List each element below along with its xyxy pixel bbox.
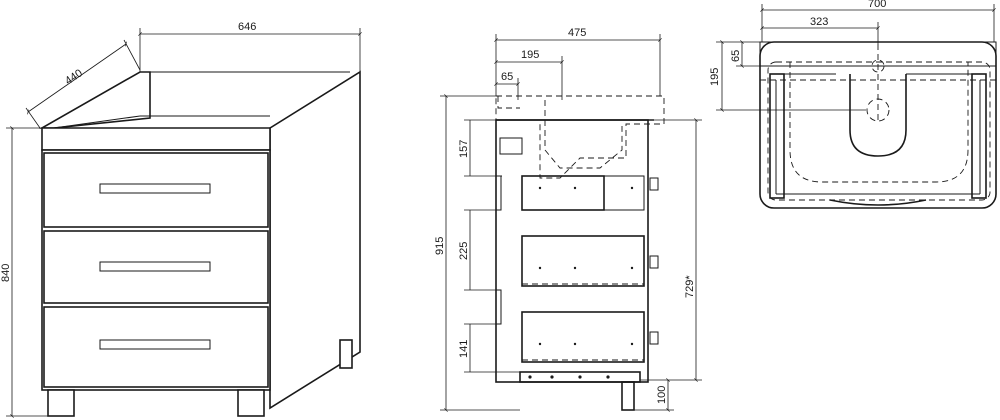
side-base [519,371,641,383]
drawer-1 [43,152,269,228]
drawer-2 [43,230,269,304]
side-total-height-label: 915 [434,237,446,255]
side-drain-label: 65 [501,71,513,83]
leg-back-right [339,339,353,369]
drawer-3 [43,306,269,388]
top-width-label: 700 [868,0,886,10]
top-offset-label: 65 [730,50,742,62]
top-center-label: 323 [810,16,828,28]
side-drawer2-label: 225 [458,242,470,260]
side-leg [621,381,635,411]
isometric-view: 646 440 840 [0,21,362,418]
side-handle-3 [649,331,659,345]
tap-hole-icon [871,59,885,73]
side-basin-label: 195 [521,49,539,61]
iso-height-label: 840 [0,264,12,282]
drawer-handle-3 [99,339,211,350]
side-drawer-3 [521,311,645,363]
side-handle-2 [649,255,659,269]
side-depth-label: 475 [568,27,586,39]
side-handle-1 [649,177,659,191]
side-drawer1-label: 157 [458,140,470,158]
cabinet-left-side-top [38,71,151,129]
drawer-handle-2 [99,261,211,272]
side-drawer-1 [521,175,605,211]
top-basin [789,62,969,183]
side-drawer3-label: 141 [458,340,470,358]
drawer-handle-1 [99,183,211,194]
sink-outline [495,95,665,179]
top-depth-label: 195 [709,68,721,86]
iso-depth-label: 440 [63,67,85,87]
side-drawer-2 [521,235,645,287]
leg-front-right [237,389,265,417]
wall-bracket-1 [495,175,502,211]
cabinet-top-rim [41,127,271,151]
top-view: 700 323 195 65 [709,0,997,209]
iso-width-label: 646 [238,21,256,33]
leg-front-left [47,389,75,417]
side-body-height-label: 729* [684,275,696,298]
cabinet-front [41,149,271,391]
side-view: 475 195 65 915 157 225 141 729* [434,27,702,412]
wall-bracket-2 [495,289,502,325]
side-leg-label: 100 [656,386,668,404]
top-handle [829,199,927,206]
top-basin-bowl [849,74,907,157]
side-cabinet-body [495,119,649,383]
top-cabinet-outline [767,61,991,201]
drain-fitting [499,137,523,155]
